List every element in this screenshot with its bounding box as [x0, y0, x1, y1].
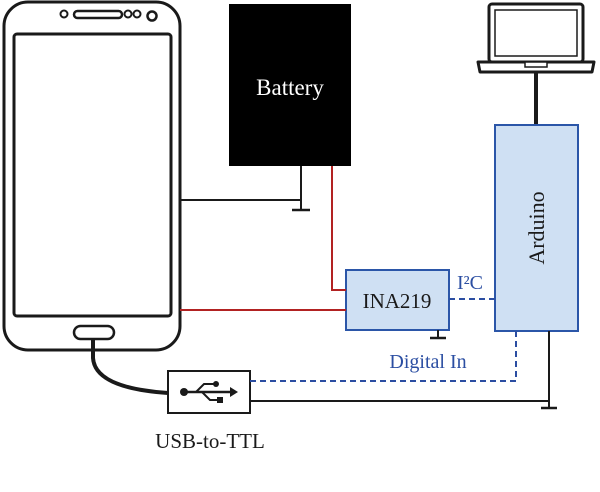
ground-icon — [541, 401, 557, 410]
usb-to-ttl-label: USB-to-TTL — [155, 429, 265, 453]
ina219-module: INA219 — [345, 269, 450, 331]
usb-icon — [180, 381, 238, 403]
laptop-icon — [476, 2, 596, 74]
digital-in-label: Digital In — [389, 351, 466, 373]
ground-icon — [292, 200, 310, 212]
arduino-label: Arduino — [524, 191, 549, 264]
battery-ina219-red-wire — [331, 166, 346, 291]
battery-label: Battery — [256, 75, 324, 100]
smartphone-icon — [2, 0, 182, 352]
i2c-label: I²C — [457, 272, 483, 294]
battery-block: Battery — [229, 4, 351, 166]
phone-usb-cable — [91, 339, 169, 395]
ina219-label: INA219 — [363, 289, 432, 313]
arduino-module: Arduino — [494, 124, 579, 332]
ground-icon — [430, 330, 446, 340]
phone-ground-wire — [180, 166, 302, 201]
digital-in-link — [250, 331, 517, 382]
usb-to-ttl-module — [167, 370, 251, 414]
battery-rect — [229, 4, 351, 166]
